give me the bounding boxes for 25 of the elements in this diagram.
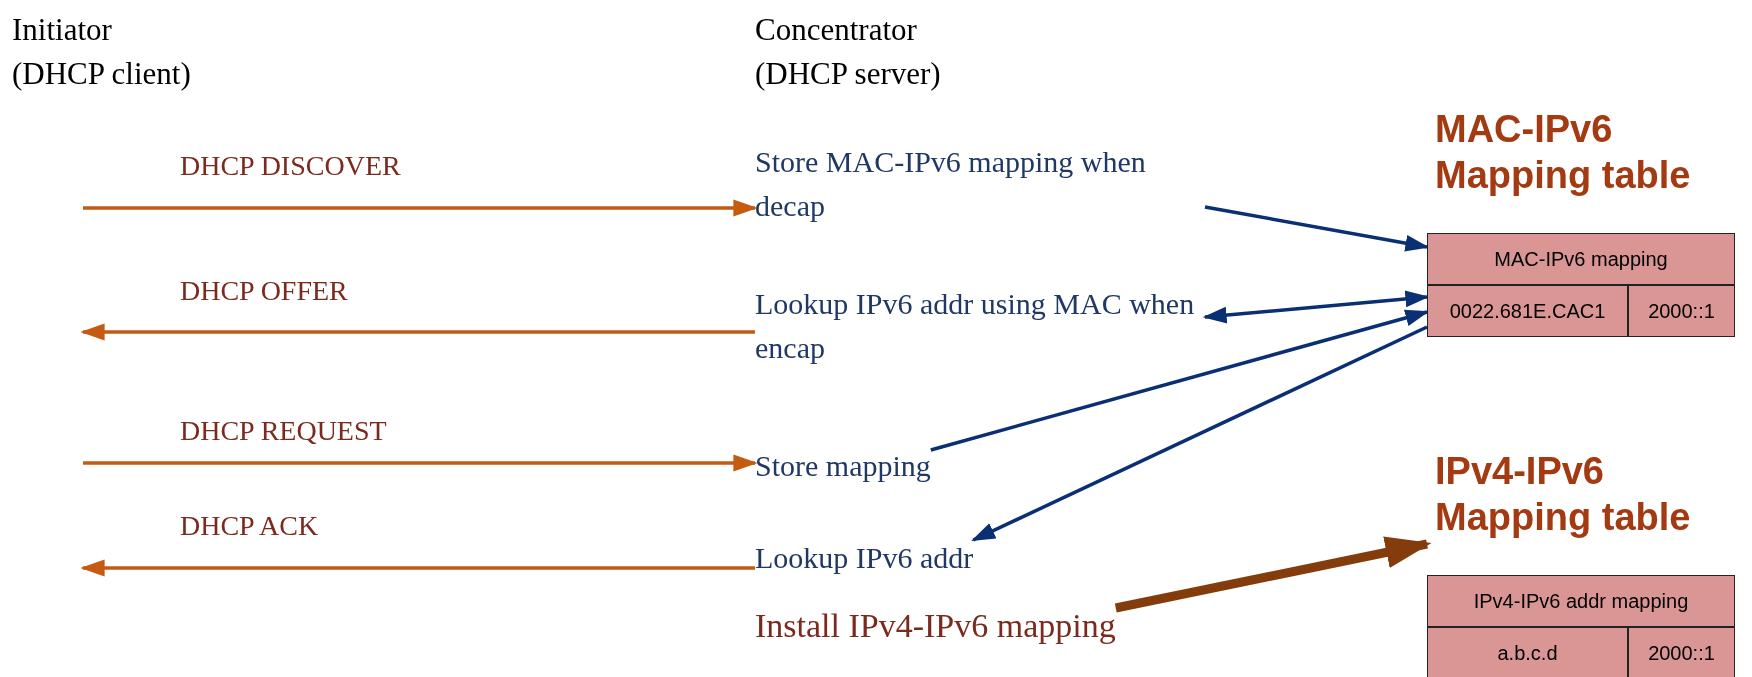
action-text: Install IPv4-IPv6 mapping: [755, 604, 1116, 648]
column-heading: Initiator (DHCP client): [12, 11, 192, 93]
thick-arrow: [1114, 536, 1432, 613]
column-heading: Concentrator (DHCP server): [755, 11, 942, 93]
message-label: DHCP DISCOVER: [180, 150, 401, 182]
table-cell: 2000::1: [1628, 627, 1735, 677]
arrow: [83, 199, 758, 217]
arrow: [80, 559, 755, 577]
table-cell: IPv4-IPv6 addr mapping: [1427, 575, 1735, 627]
table-cell: MAC-IPv6 mapping: [1427, 233, 1735, 285]
arrow: [83, 454, 758, 472]
step-text: Store MAC-IPv6 mapping when decap: [755, 140, 1205, 228]
message-label: DHCP OFFER: [180, 275, 348, 307]
arrow: [971, 325, 1428, 542]
arrow: [80, 323, 755, 341]
step-text: Lookup IPv6 addr: [755, 536, 974, 580]
step-text: Store mapping: [755, 444, 931, 488]
table-cell: 0022.681E.CAC1: [1427, 285, 1628, 337]
step-text: Lookup IPv6 addr using MAC when encap: [755, 282, 1205, 370]
table-cell: 2000::1: [1628, 285, 1735, 337]
message-label: DHCP REQUEST: [180, 415, 387, 447]
message-label: DHCP ACK: [180, 510, 319, 542]
table-heading: MAC-IPv6 Mapping table: [1435, 107, 1692, 198]
table-heading: IPv4-IPv6 Mapping table: [1435, 449, 1692, 540]
table-cell: a.b.c.d: [1427, 627, 1628, 677]
